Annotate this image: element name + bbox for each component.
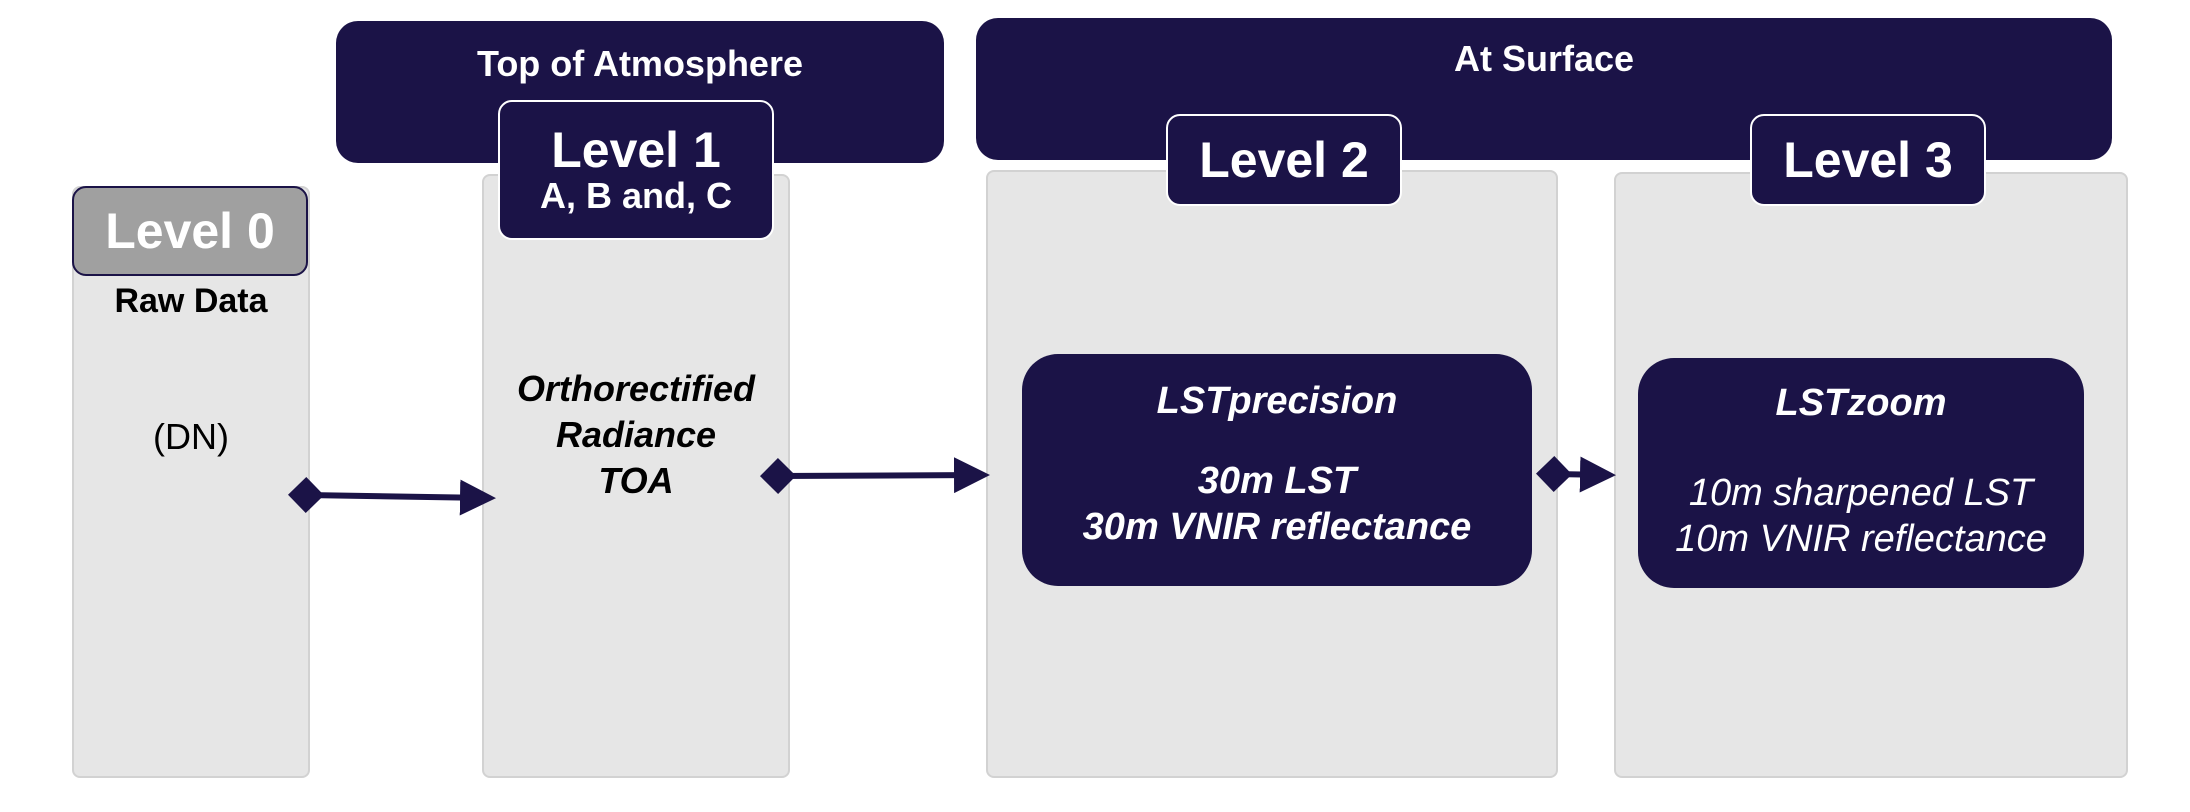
level1-title: Level 1 [551, 121, 721, 178]
level0-panel [72, 186, 310, 778]
level2-product-line: 30m VNIR reflectance [1082, 505, 1472, 548]
level1-tab: Level 1 A, B and, C [498, 100, 774, 240]
level3-title: Level 3 [1783, 131, 1953, 188]
level3-product-name: LSTzoom [1775, 382, 1947, 424]
arrow-level1-to-level2 [760, 457, 990, 494]
level2-tab: Level 2 [1166, 114, 1402, 206]
banner-surface-label: At Surface [1453, 38, 1635, 79]
level0-content: (DN) [153, 416, 229, 457]
level2-product-line: 30m LST [1197, 460, 1357, 502]
level2-product-name: LSTprecision [1156, 380, 1398, 422]
level1-subtitle: A, B and, C [539, 175, 732, 217]
arrow-level2-to-level3 [1536, 456, 1616, 493]
arrow-level0-to-level1 [288, 477, 496, 516]
level1-content-line: Radiance [555, 414, 717, 455]
level2-title: Level 2 [1199, 131, 1369, 188]
level3-product-box: LSTzoom 10m sharpened LST 10m VNIR refle… [1638, 358, 2084, 588]
level1-panel [482, 174, 790, 778]
level3-product-line: 10m VNIR reflectance [1675, 517, 2047, 560]
level1-content-line: Orthorectified [516, 368, 756, 409]
level1-content-line: TOA [598, 460, 674, 501]
level0-title: Level 0 [105, 202, 275, 259]
level1-content: Orthorectified Radiance TOA [482, 366, 790, 504]
level3-tab: Level 3 [1750, 114, 1986, 206]
banner-toa-label: Top of Atmosphere [477, 43, 803, 84]
level2-product-box: LSTprecision 30m LST 30m VNIR reflectanc… [1022, 354, 1532, 586]
level0-subtitle: Raw Data [114, 282, 268, 320]
level3-product-line: 10m sharpened LST [1688, 472, 2034, 514]
level0-tab: Level 0 [72, 186, 308, 276]
